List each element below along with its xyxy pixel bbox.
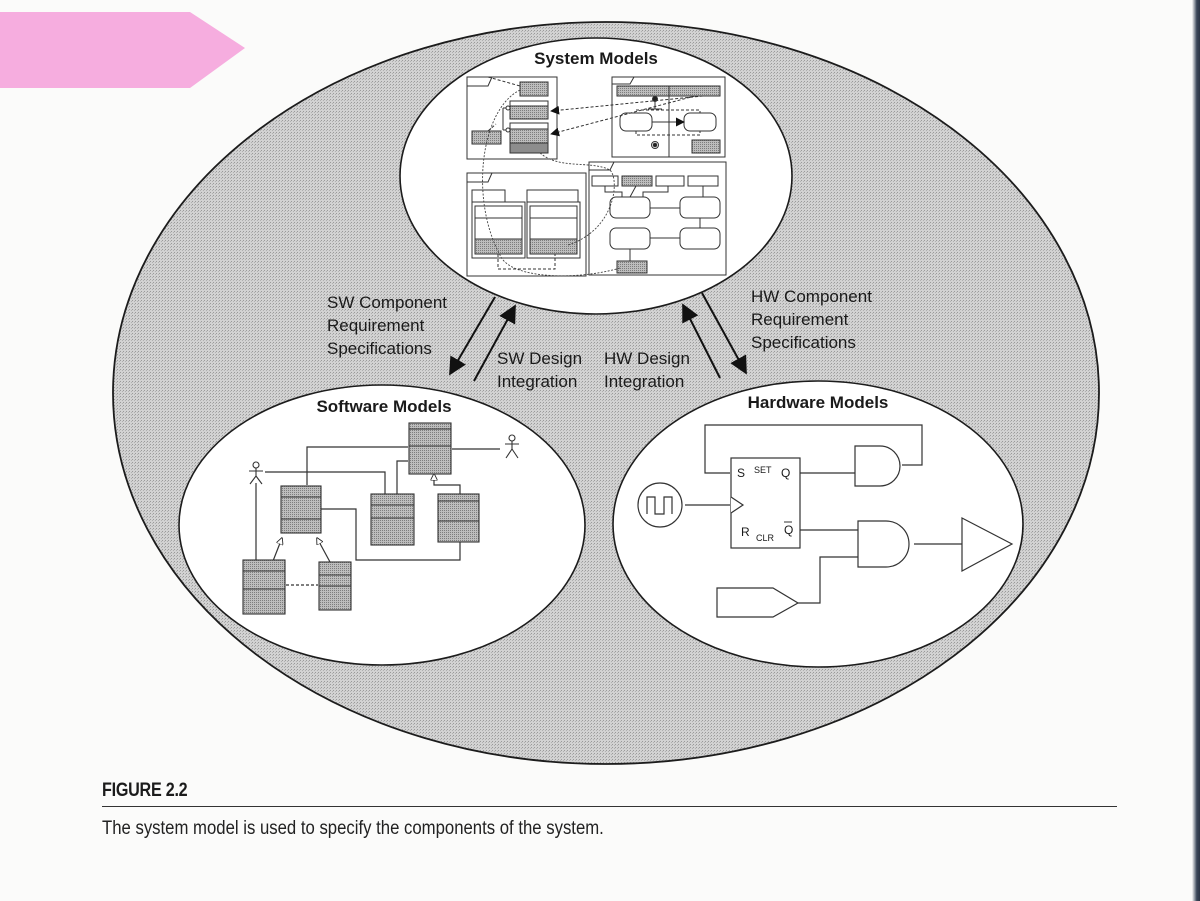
input-port-icon <box>716 587 800 618</box>
svg-text:HW Design: HW Design <box>604 349 690 368</box>
svg-text:SW Design: SW Design <box>497 349 582 368</box>
flipflop-q-pin: Q <box>781 466 790 480</box>
uml-class-box <box>437 493 480 543</box>
hw-integration-label: HW Design Integration <box>604 349 690 391</box>
flipflop-set-label: SET <box>754 465 772 475</box>
uml-class-box <box>242 559 286 615</box>
hw-integration-arrow <box>682 303 721 379</box>
uml-class-box <box>370 493 415 546</box>
software-models-title: Software Models <box>316 397 451 416</box>
sr-flipflop: S SET Q R CLR Q <box>730 457 801 549</box>
uml-class-box <box>408 422 452 475</box>
software-models-node[interactable]: Software Models <box>178 384 586 666</box>
hw-requirement-label: HW Component Requirement Specifications <box>751 287 872 352</box>
actor-icon <box>505 434 519 459</box>
sysml-parametric-diagram <box>588 161 727 276</box>
uml-class-diagram <box>255 446 500 586</box>
buffer-triangle-icon <box>961 517 1014 573</box>
page-edge <box>1192 0 1200 901</box>
figure-label: FIGURE 2.2 <box>102 780 188 801</box>
svg-text:Specifications: Specifications <box>327 339 432 358</box>
clock-source-icon <box>637 482 683 528</box>
trace-link <box>482 89 621 277</box>
actor-icon <box>249 461 263 485</box>
hardware-models-title: Hardware Models <box>748 393 889 412</box>
svg-text:Integration: Integration <box>497 372 577 391</box>
and-gate-icon <box>854 445 901 487</box>
trace-link <box>539 152 615 246</box>
sysml-activity-diagram <box>550 76 726 158</box>
flipflop-qbar-pin: Q <box>784 523 793 537</box>
hardware-models-node[interactable]: Hardware Models S SET Q R CLR Q <box>612 380 1024 668</box>
figure-caption: The system model is used to specify the … <box>102 818 604 839</box>
sysml-ibd-diagram <box>466 172 587 277</box>
sw-requirement-label: SW Component Requirement Specifications <box>327 293 447 358</box>
svg-text:Specifications: Specifications <box>751 333 856 352</box>
and-gate-icon <box>857 520 910 568</box>
logic-circuit <box>685 424 962 604</box>
svg-text:Integration: Integration <box>604 372 684 391</box>
svg-text:HW Component: HW Component <box>751 287 872 306</box>
sysml-bdd-diagram <box>466 76 558 160</box>
uml-class-box <box>280 485 322 534</box>
sw-integration-arrow <box>473 304 516 382</box>
sticky-tab <box>0 12 245 88</box>
svg-text:Requirement: Requirement <box>751 310 849 329</box>
sw-requirement-arrow <box>449 296 496 376</box>
uml-class-box <box>318 561 352 611</box>
flipflop-s-pin: S <box>737 466 745 480</box>
sw-integration-label: SW Design Integration <box>497 349 582 391</box>
system-models-node[interactable]: System Models <box>399 37 793 315</box>
hw-requirement-arrow <box>701 292 747 375</box>
system-models-title: System Models <box>534 49 658 68</box>
svg-text:SW Component: SW Component <box>327 293 447 312</box>
svg-text:Requirement: Requirement <box>327 316 425 335</box>
flipflop-clr-label: CLR <box>756 533 775 543</box>
flipflop-r-pin: R <box>741 525 750 539</box>
caption-divider <box>102 806 1117 807</box>
